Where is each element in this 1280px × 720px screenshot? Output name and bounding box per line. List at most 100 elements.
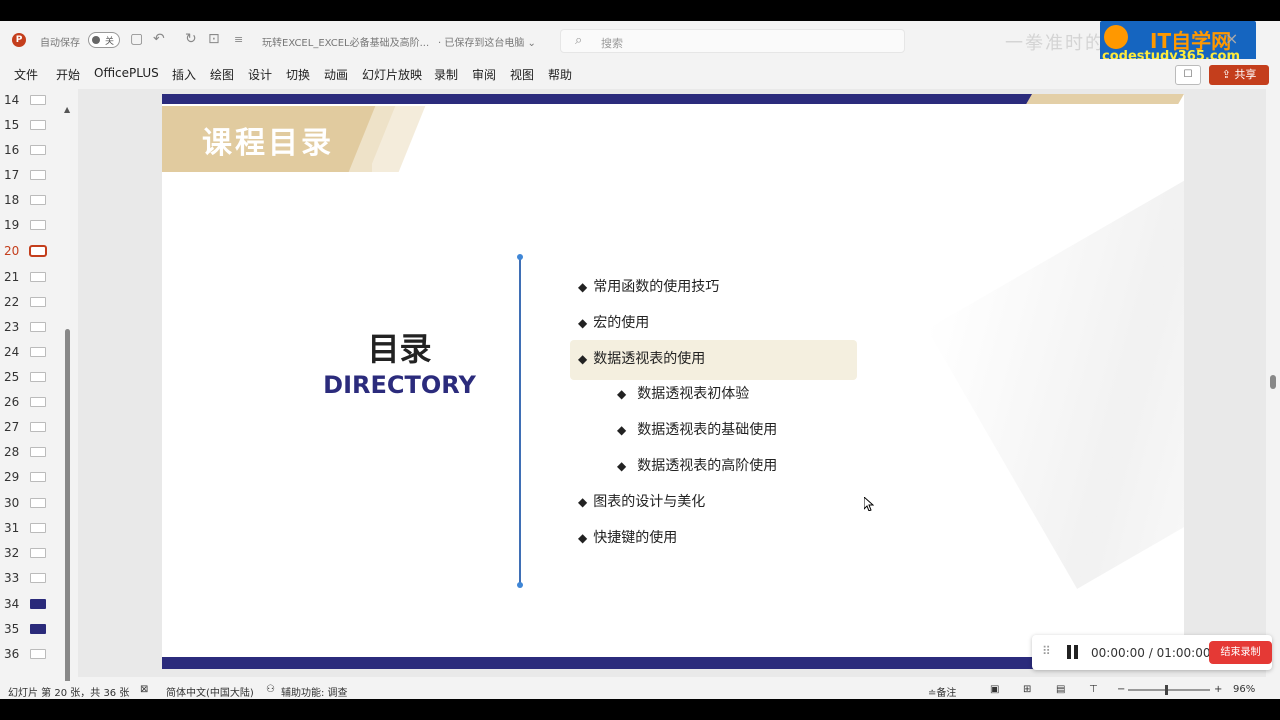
thumbnail-number: 31 xyxy=(4,521,20,535)
share-button[interactable]: ⇪ 共享 xyxy=(1209,65,1269,85)
normal-view-icon[interactable]: ▣ xyxy=(990,684,1000,695)
notes-button[interactable]: ≐备注 xyxy=(928,688,957,699)
thumbnail-slide-34[interactable]: 34 xyxy=(0,593,64,617)
toc-item[interactable]: ◆图表的设计与美化 xyxy=(578,491,705,511)
scroll-up-icon[interactable]: ▲ xyxy=(64,105,71,114)
slide-top-accent xyxy=(1026,94,1184,104)
thumbnail-slide-36[interactable]: 36 xyxy=(0,643,64,667)
thumbnail-number: 25 xyxy=(4,370,20,384)
thumbnail-preview xyxy=(30,472,46,482)
autosave-toggle[interactable]: 关 xyxy=(88,32,120,48)
thumbnail-preview xyxy=(30,523,46,533)
editor-scrollbar[interactable] xyxy=(1266,89,1280,677)
save-icon[interactable]: ▢ xyxy=(130,31,144,47)
thumbnail-slide-28[interactable]: 28 xyxy=(0,441,64,465)
slide-title-cn[interactable]: 目录 xyxy=(367,330,432,368)
thumbnail-scrollbar-thumb[interactable] xyxy=(65,329,70,689)
thumbnail-number: 32 xyxy=(4,546,20,560)
slide-title-en[interactable]: DIRECTORY xyxy=(323,371,476,399)
toc-item[interactable]: ◆快捷键的使用 xyxy=(578,527,677,547)
status-bar: 幻灯片 第 20 张，共 36 张 ⊠ 简体中文(中国大陆) ⚇ 辅助功能: 调… xyxy=(0,681,1280,699)
thumbnail-number: 21 xyxy=(4,270,20,284)
thumbnail-number: 28 xyxy=(4,445,20,459)
thumbnail-slide-35[interactable]: 35 xyxy=(0,618,64,642)
save-status[interactable]: · 已保存到这台电脑 ⌄ xyxy=(438,38,536,49)
tab-home[interactable]: 开始 xyxy=(56,68,81,82)
tab-officeplus[interactable]: OfficePLUS xyxy=(94,66,159,80)
toc-subitem[interactable]: ◆数据透视表初体验 xyxy=(617,383,749,403)
search-box[interactable]: ⌕ 搜索 xyxy=(560,29,905,53)
zoom-out-button[interactable]: − xyxy=(1117,684,1126,695)
thumbnail-slide-29[interactable]: 29 xyxy=(0,466,64,490)
tab-draw[interactable]: 绘图 xyxy=(210,68,235,82)
tab-slideshow[interactable]: 幻灯片放映 xyxy=(362,68,423,82)
thumbnail-scrollbar[interactable]: ▲ xyxy=(64,105,71,689)
slide-sorter-icon[interactable]: ⊞ xyxy=(1023,684,1032,695)
search-icon: ⌕ xyxy=(575,33,583,48)
thumbnail-slide-15[interactable]: 15 xyxy=(0,114,64,138)
tab-insert[interactable]: 插入 xyxy=(172,68,197,82)
current-slide[interactable]: 课程目录 目录 DIRECTORY ◆常用函数的使用技巧 ◆宏的使用 ◆数据透视… xyxy=(162,94,1184,669)
present-icon[interactable]: ⊡ xyxy=(208,31,220,47)
thumbnail-slide-18[interactable]: 18 xyxy=(0,189,64,213)
thumbnail-slide-25[interactable]: 25 xyxy=(0,366,64,390)
undo-icon[interactable]: ↶ xyxy=(153,31,165,47)
toc-subitem[interactable]: ◆数据透视表的高阶使用 xyxy=(617,455,777,475)
thumbnail-slide-26[interactable]: 26 xyxy=(0,391,64,415)
thumbnail-preview xyxy=(30,397,46,407)
thumbnail-slide-14[interactable]: 14 xyxy=(0,89,64,113)
slideshow-view-icon[interactable]: ⊤ xyxy=(1089,684,1098,695)
thumbnail-preview xyxy=(30,447,46,457)
toc-item[interactable]: ◆宏的使用 xyxy=(578,312,649,332)
thumbnail-slide-27[interactable]: 27 xyxy=(0,416,64,440)
zoom-slider-handle[interactable] xyxy=(1165,685,1168,695)
thumbnail-slide-19[interactable]: 19 xyxy=(0,214,64,238)
spellcheck-icon[interactable]: ⊠ xyxy=(140,684,149,695)
toc-item-highlighted[interactable]: ◆数据透视表的使用 xyxy=(578,348,705,368)
thumbnail-preview xyxy=(30,95,46,105)
tab-view[interactable]: 视图 xyxy=(510,68,535,82)
autosave-label: 自动保存 xyxy=(40,38,80,49)
close-icon[interactable]: × xyxy=(1225,29,1239,48)
zoom-in-button[interactable]: + xyxy=(1214,684,1223,695)
thumbnail-slide-22[interactable]: 22 xyxy=(0,291,64,315)
slide-header-title[interactable]: 课程目录 xyxy=(202,126,334,161)
thumbnail-slide-20[interactable]: 20 xyxy=(0,240,64,264)
toc-item[interactable]: ◆常用函数的使用技巧 xyxy=(578,276,719,296)
bullet-diamond-icon: ◆ xyxy=(617,423,627,437)
comments-button[interactable]: ☐ xyxy=(1175,65,1201,85)
thumbnail-slide-32[interactable]: 32 xyxy=(0,542,64,566)
reading-view-icon[interactable]: ▤ xyxy=(1056,684,1066,695)
language-status[interactable]: 简体中文(中国大陆) xyxy=(166,688,254,699)
thumbnail-slide-21[interactable]: 21 xyxy=(0,266,64,290)
thumbnail-slide-23[interactable]: 23 xyxy=(0,316,64,340)
thumbnail-slide-30[interactable]: 30 xyxy=(0,492,64,516)
drag-handle-icon[interactable]: ⠿ xyxy=(1042,644,1051,658)
zoom-level[interactable]: 96% xyxy=(1233,684,1256,695)
document-title[interactable]: 玩转EXCEL_EXCEL必备基础及高阶... xyxy=(262,38,430,49)
thumbnail-slide-24[interactable]: 24 xyxy=(0,341,64,365)
thumbnail-slide-16[interactable]: 16 xyxy=(0,139,64,163)
tab-review[interactable]: 审阅 xyxy=(472,68,497,82)
accessibility-status[interactable]: 辅助功能: 调查 xyxy=(281,688,348,699)
zoom-slider[interactable] xyxy=(1128,689,1210,691)
tab-transitions[interactable]: 切换 xyxy=(286,68,311,82)
editor-scrollbar-thumb[interactable] xyxy=(1270,375,1276,389)
thumbnail-slide-33[interactable]: 33 xyxy=(0,567,64,591)
divider-line[interactable] xyxy=(519,257,521,585)
end-recording-button[interactable]: 结束录制 xyxy=(1209,641,1272,664)
customize-toolbar-icon[interactable]: ≡ xyxy=(234,33,244,46)
toc-subitem[interactable]: ◆数据透视表的基础使用 xyxy=(617,419,777,439)
tab-design[interactable]: 设计 xyxy=(248,68,273,82)
thumbnail-slide-17[interactable]: 17 xyxy=(0,164,64,188)
thumbnail-preview xyxy=(30,195,46,205)
redo-icon[interactable]: ↻ xyxy=(185,31,197,47)
mouse-cursor-icon xyxy=(863,495,875,512)
tab-file[interactable]: 文件 xyxy=(14,68,39,82)
tab-record[interactable]: 录制 xyxy=(434,68,459,82)
highlighted-item-background xyxy=(570,340,857,380)
tab-help[interactable]: 帮助 xyxy=(548,68,573,82)
pause-icon[interactable] xyxy=(1066,645,1080,659)
tab-animations[interactable]: 动画 xyxy=(324,68,349,82)
thumbnail-slide-31[interactable]: 31 xyxy=(0,517,64,541)
